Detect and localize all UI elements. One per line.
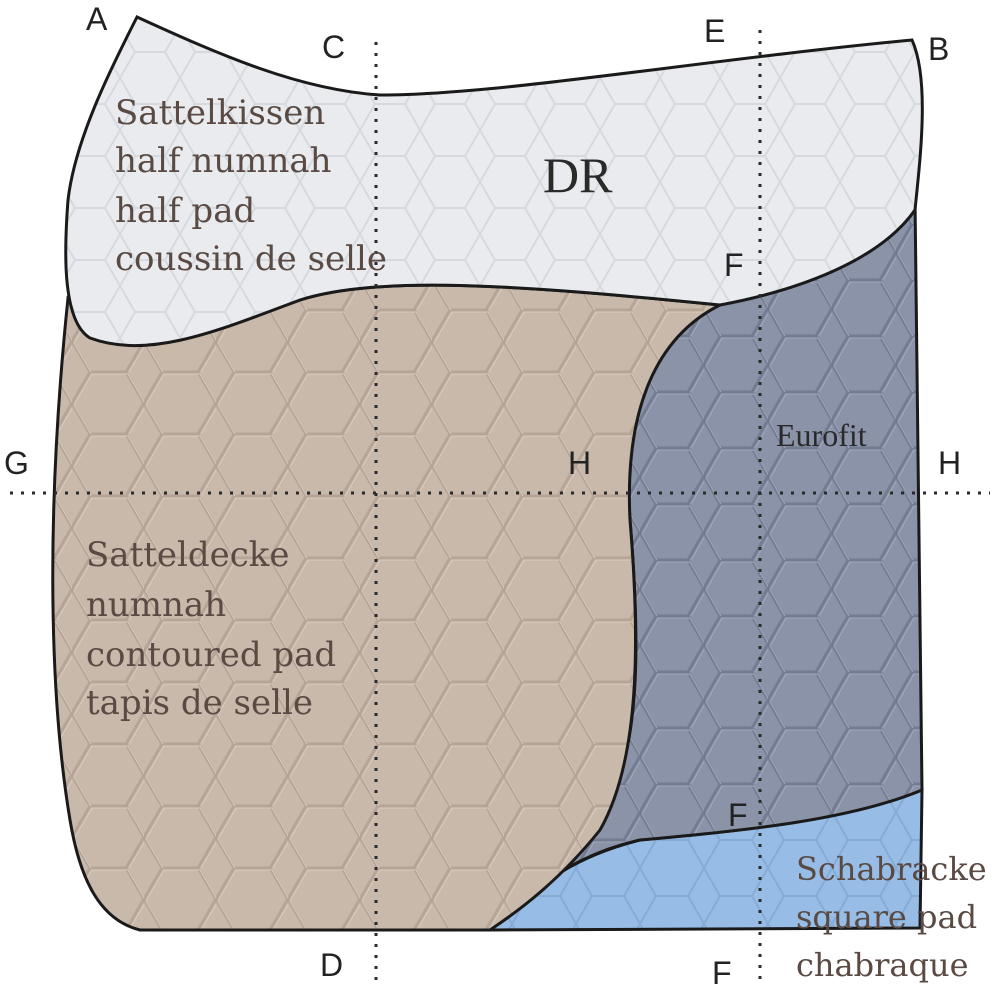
square-pad-label-line: Schabracke (796, 850, 987, 888)
square-pad-label-line: chabraque (796, 946, 969, 984)
contoured-pad-label: Satteldecke numnah contoured pad tapis d… (86, 535, 336, 723)
point-label-a: A (86, 1, 108, 37)
point-label-f-bottom: F (712, 955, 732, 989)
point-label-g: G (4, 445, 29, 481)
contoured-pad-label-line: Satteldecke (86, 535, 290, 575)
point-label-f-lower: F (728, 797, 748, 833)
half-pad-region (64, 15, 924, 348)
contoured-pad-label-line: tapis de selle (86, 683, 313, 723)
square-pad-label: Schabracke square pad chabraque (796, 850, 987, 984)
contoured-pad-label-line: numnah (86, 585, 226, 625)
point-label-f-upper: F (724, 247, 744, 283)
point-label-c: C (322, 29, 345, 65)
half-pad-label-line: half pad (115, 191, 255, 231)
square-pad-label-line: square pad (796, 898, 977, 936)
half-pad-label-line: half numnah (115, 141, 332, 181)
point-label-h-mid: H (568, 445, 591, 481)
half-pad-label: Sattelkissen half numnah half pad coussi… (115, 93, 387, 279)
dr-label: DR (543, 147, 613, 203)
point-label-b: B (928, 31, 949, 67)
eurofit-label: Eurofit (776, 417, 867, 453)
point-label-d: D (320, 947, 343, 983)
guide-lines (10, 30, 990, 985)
half-pad-label-line: Sattelkissen (115, 93, 325, 133)
point-label-h-right: H (938, 445, 961, 481)
point-label-e: E (704, 13, 725, 49)
half-pad-label-line: coussin de selle (115, 239, 387, 279)
contoured-pad-label-line: contoured pad (86, 635, 336, 675)
